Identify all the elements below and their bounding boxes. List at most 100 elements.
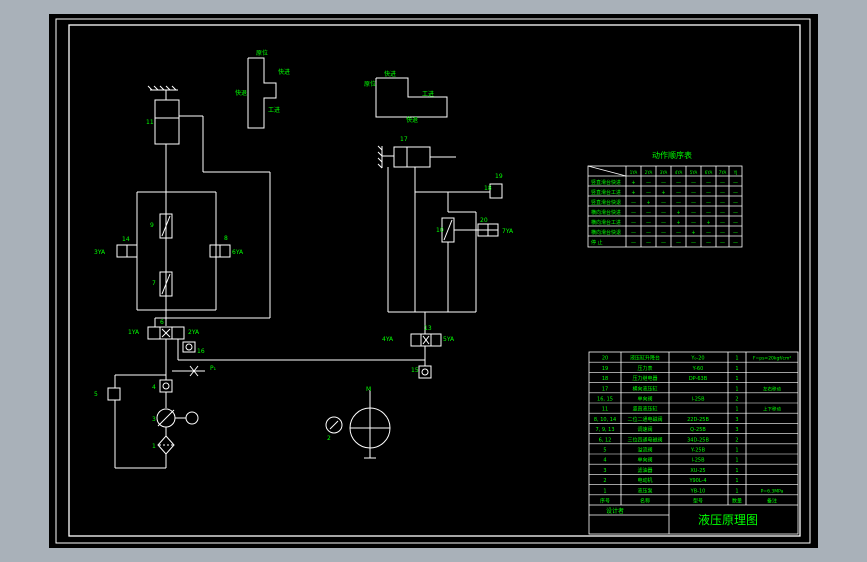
seq-cell: — [706,190,711,196]
cycle-h-stop: 原位 [364,80,376,88]
part-no: 17 [602,386,608,392]
part-no: 3 [603,468,606,474]
solenoid-1ya: 1YA [128,329,140,336]
part-qty: 1 [735,447,738,453]
seq-cell: — [720,190,725,196]
seq-cell: + [631,190,635,196]
part-spec: I-25B [691,396,705,402]
part-spec: XU-25 [690,468,705,474]
part-spec: 22D-25B [687,417,709,423]
cycle-h-work: 工进 [422,90,434,98]
part-name: 溢流阀 [637,446,652,453]
seq-cell: — [706,200,711,206]
inner-frame [68,24,801,537]
part-qty: 1 [735,366,738,372]
part-name: 二位二通电磁阀 [627,416,662,423]
label-c4: 4 [152,384,156,391]
solenoid-7ya: 7YA [502,228,514,235]
seq-cell: — [733,180,738,186]
designer-label: 设计者 [606,507,624,515]
seq-cell: — [661,200,666,206]
part-qty: 1 [735,458,738,464]
seq-cell: — [631,200,636,206]
cycle-h-back: 快退 [406,116,418,124]
label-c14: 14 [122,236,130,243]
seq-cell: — [691,190,696,196]
part-header-qty: 数量 [732,497,742,504]
part-spec: DP-63B [689,376,708,382]
seq-header-6ya: 6YA [705,170,713,175]
seq-cell: — [646,230,651,236]
cycle-v-stop: 原位 [256,49,268,57]
part-no: 11 [602,407,608,413]
seq-cell: — [733,190,738,196]
sequence-table-title: 动作顺序表 [652,150,692,160]
seq-header-7ya: 7YA [719,170,727,175]
seq-cell: — [720,180,725,186]
label-c8: 8 [224,235,228,242]
seq-row-label: 横向滑台快进 [591,209,621,216]
seq-cell: — [691,180,696,186]
part-qty: 1 [735,407,738,413]
part-spec: Q-25B [690,427,706,433]
part-no: 8, 10, 14 [594,417,616,423]
part-qty: 3 [735,427,738,433]
part-name: 电动机 [637,477,652,484]
part-qty: 1 [735,376,738,382]
seq-cell: — [676,230,681,236]
seq-header-1ya: 1YA [630,170,638,175]
cycle-h-fast: 快进 [384,70,396,78]
seq-cell: — [661,180,666,186]
part-qty: 2 [735,396,738,402]
solenoid-6ya: 6YA [232,249,244,256]
directional-valve-12 [410,312,442,379]
part-spec: YB-10 [690,488,706,494]
electric-motor [349,390,391,459]
vertical-cylinder [147,85,271,326]
label-c18: 18 [484,185,492,192]
seq-cell: — [720,200,725,206]
cycle-v-fast: 快进 [278,68,290,76]
vertical-cycle-diagram [247,57,277,129]
part-name: 液压缸升降台 [630,355,660,362]
seq-cell: — [691,240,696,246]
horizontal-cylinder [377,145,503,313]
label-c16: 16 [197,348,205,355]
part-qty: 1 [735,488,738,494]
seq-cell: + [676,220,680,226]
seq-row-label: 横向滑台工进 [591,219,621,226]
drawing-title: 液压原理图 [698,512,758,527]
seq-cell: — [646,220,651,226]
part-no: 1 [603,488,606,494]
seq-cell: — [646,210,651,216]
part-qty: 1 [735,356,738,362]
label-c10: 10 [436,227,444,234]
part-no: 19 [602,366,608,372]
label-c9: 9 [150,222,154,229]
part-qty: 3 [735,417,738,423]
seq-row-label: 竖直滑台工进 [591,189,621,196]
seq-cell: — [676,240,681,246]
cycle-v-back: 快退 [235,89,247,97]
part-name: 横向液压缸 [632,385,657,392]
seq-cell: — [720,220,725,226]
part-name: 竖直液压缸 [632,406,657,413]
seq-cell: — [691,200,696,206]
part-spec: Y-60 [692,366,704,372]
seq-cell: — [661,240,666,246]
seq-row-label: 竖直滑台快进 [591,179,621,186]
part-no: 7, 9, 13 [595,427,614,433]
seq-cell: — [661,220,666,226]
part-qty: 1 [735,468,738,474]
seq-cell: — [706,230,711,236]
seq-cell: — [631,230,636,236]
solenoid-5ya: 5YA [443,336,455,343]
seq-cell: — [720,240,725,246]
solenoid-2ya: 2YA [188,329,200,336]
seq-row-label: 停 止 [591,239,603,246]
part-no: 20 [602,356,608,362]
seq-cell: — [676,180,681,186]
part-no: 18 [602,376,608,382]
part-name: 滤油器 [637,467,652,474]
